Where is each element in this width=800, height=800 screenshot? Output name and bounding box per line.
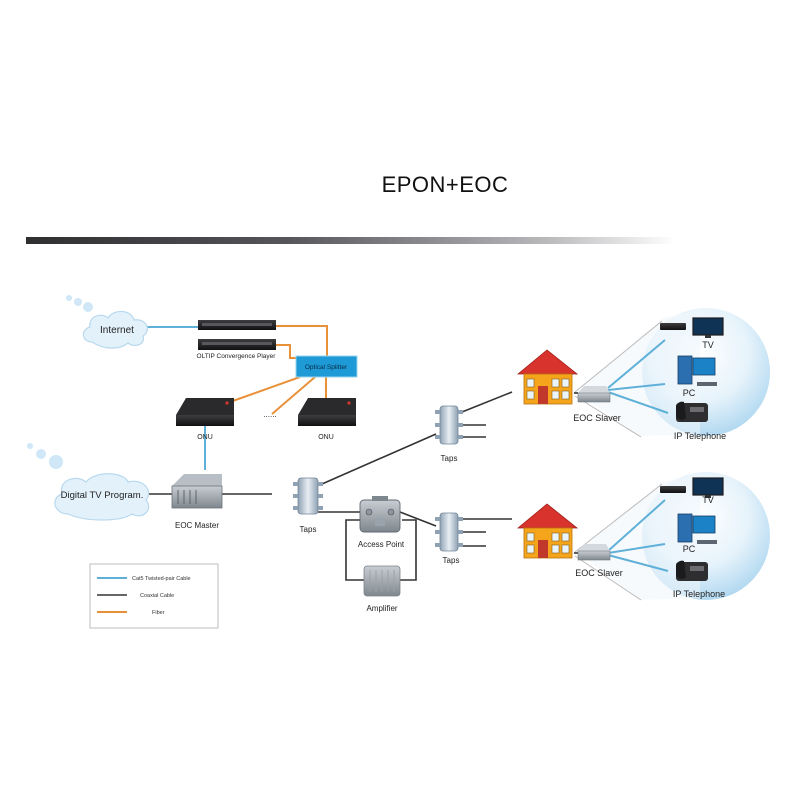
- taps-main-label: Taps: [300, 525, 317, 534]
- taps-main: Taps: [293, 477, 323, 534]
- access-point: Access Point: [358, 496, 405, 549]
- pc-lower-icon: PC: [677, 513, 717, 554]
- house-upper-icon: [516, 349, 579, 405]
- onu-left: ONU: [176, 398, 234, 441]
- internet-label: Internet: [100, 325, 134, 336]
- access-point-label: Access Point: [358, 540, 405, 549]
- tv-upper-icon: TV: [692, 317, 724, 350]
- taps-lower: Taps: [435, 512, 463, 565]
- cloud-digital-tv: Digital TV Program.: [27, 443, 150, 521]
- taps-upper-label: Taps: [441, 454, 458, 463]
- optical-splitter-label: Optical Splitter: [305, 364, 348, 371]
- ip-phone-upper-icon: IP Telephone: [674, 401, 726, 441]
- amplifier: Amplifier: [363, 565, 401, 613]
- ip-phone-lower-label: IP Telephone: [673, 589, 725, 599]
- client-area-lower: [574, 472, 770, 601]
- ip-phone-lower-icon: IP Telephone: [673, 560, 725, 599]
- diagram-title: EPON+EOC: [381, 172, 509, 197]
- legend: Cat5 Twisted-pair Cable Coaxial Cable Fi…: [89, 563, 219, 629]
- legend-coaxial-label: Coaxial Cable: [140, 593, 174, 599]
- onu-left-label: ONU: [197, 434, 213, 441]
- eoc-slaver-lower-label: EOC Slaver: [575, 568, 623, 578]
- pc-lower-label: PC: [683, 544, 696, 554]
- cloud-internet: Internet: [66, 295, 148, 349]
- tv-lower-icon: TV: [692, 477, 724, 505]
- house-lower-icon: [516, 503, 579, 559]
- tv-upper-label: TV: [702, 340, 714, 350]
- onu-right-label: ONU: [318, 434, 334, 441]
- eoc-master-label: EOC Master: [175, 521, 219, 530]
- eoc-slaver-upper: EOC Slaver: [573, 386, 621, 423]
- legend-cat5-label: Cat5 Twisted-pair Cable: [132, 576, 191, 582]
- set-top-box-upper-icon: [660, 323, 686, 330]
- amplifier-label: Amplifier: [366, 604, 397, 613]
- oltip-label: OLTIP Convergence Player: [197, 353, 277, 360]
- onu-ellipsis: ......: [263, 410, 276, 419]
- legend-fiber-label: Fiber: [152, 610, 165, 616]
- taps-lower-label: Taps: [443, 556, 460, 565]
- digital-tv-label: Digital TV Program.: [61, 490, 144, 501]
- set-top-box-lower-icon: [660, 486, 686, 493]
- oltip-device: OLTIP Convergence Player: [197, 320, 277, 360]
- eoc-master: EOC Master: [171, 474, 223, 530]
- eoc-slaver-lower: EOC Slaver: [575, 544, 623, 578]
- optical-splitter: Optical Splitter: [295, 355, 358, 378]
- tv-lower-label: TV: [702, 495, 714, 505]
- cat5-cables: [145, 326, 669, 572]
- taps-upper: Taps: [435, 405, 463, 463]
- pc-upper-icon: PC: [677, 355, 717, 398]
- fiber-cables: [229, 325, 328, 415]
- onu-right: ONU: [298, 398, 356, 441]
- title-divider: [26, 237, 676, 244]
- coaxial-cables: [146, 391, 578, 581]
- eoc-slaver-upper-label: EOC Slaver: [573, 413, 621, 423]
- ip-phone-upper-label: IP Telephone: [674, 431, 726, 441]
- pc-upper-label: PC: [683, 388, 696, 398]
